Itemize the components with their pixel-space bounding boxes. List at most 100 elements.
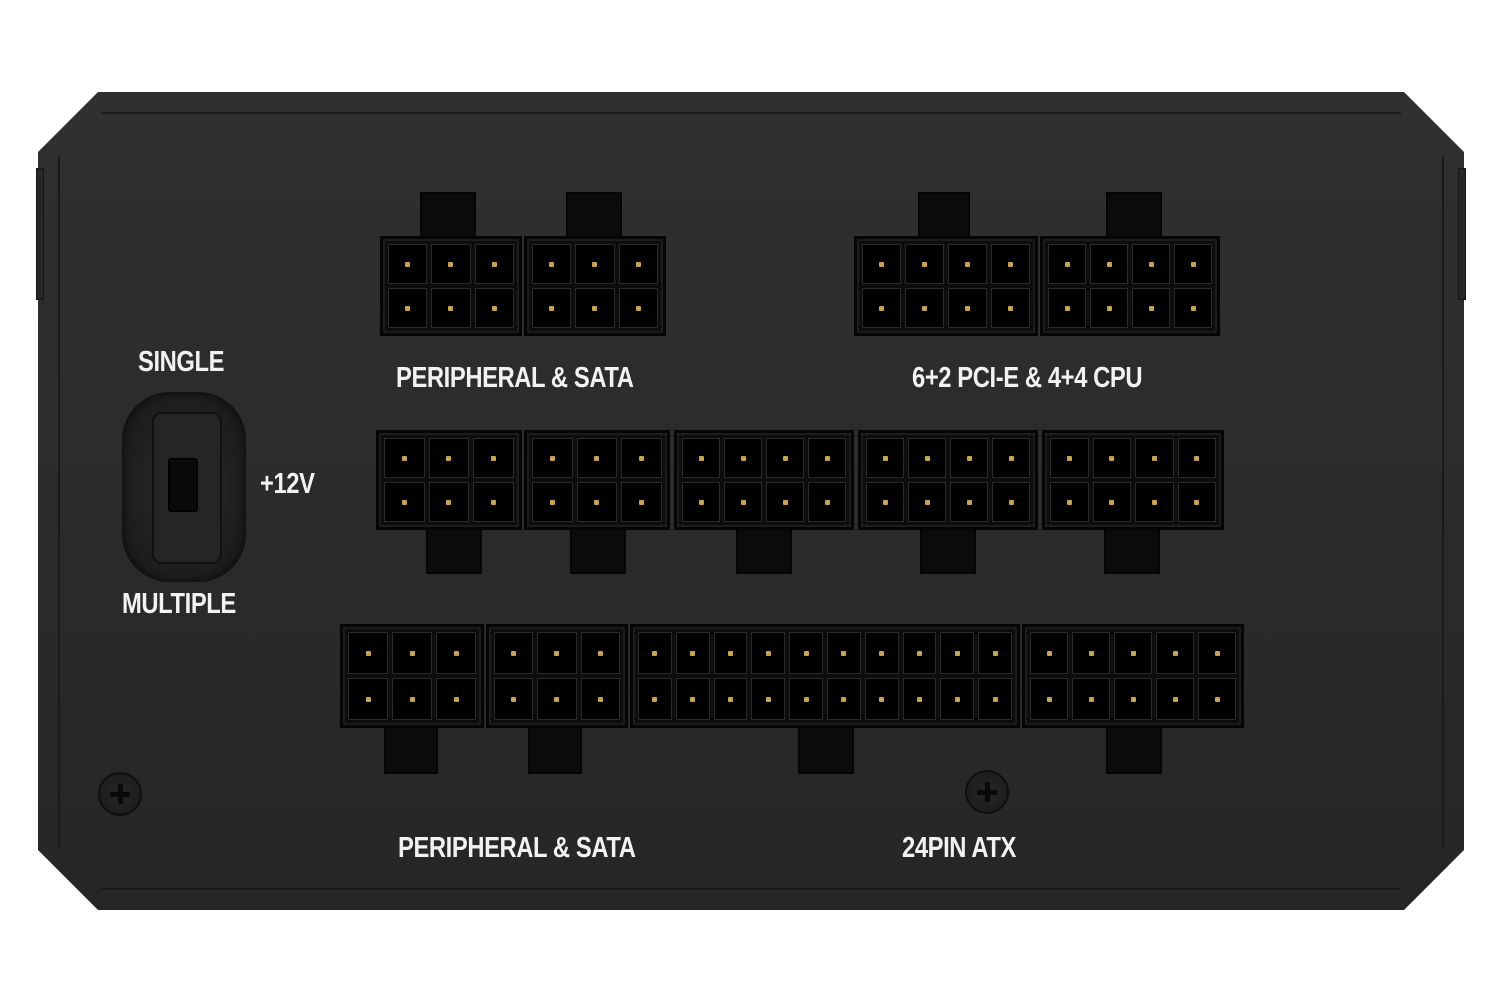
socket-pin — [1174, 244, 1212, 284]
modular-cable-socket[interactable] — [854, 236, 1038, 336]
pin-contact — [841, 650, 847, 656]
rail-mode-toggle-switch[interactable] — [168, 458, 198, 512]
pin-contact — [549, 305, 555, 311]
modular-cable-socket[interactable] — [1022, 624, 1244, 728]
pin-contact — [1214, 696, 1220, 702]
socket-pin — [621, 482, 662, 522]
socket-pin — [991, 244, 1030, 284]
socket-pin — [384, 438, 425, 478]
socket-pin — [789, 632, 823, 674]
socket-pin — [978, 678, 1012, 720]
pin-contact — [652, 650, 658, 656]
pin-contact — [690, 696, 696, 702]
socket-pin — [348, 678, 388, 720]
screw-icon — [965, 770, 1009, 814]
socket-pin — [1174, 288, 1212, 328]
pin-contact — [594, 499, 600, 505]
modular-cable-socket[interactable] — [376, 430, 522, 530]
modular-cable-socket[interactable] — [524, 430, 670, 530]
pin-contact — [954, 650, 960, 656]
socket-pin — [827, 678, 861, 720]
pin-contact — [1008, 499, 1014, 505]
modular-cable-socket[interactable] — [858, 430, 1038, 530]
pin-contact — [1064, 305, 1070, 311]
pin-contact — [992, 650, 998, 656]
pin-contact — [782, 499, 788, 505]
modular-cable-socket[interactable] — [524, 236, 666, 336]
connector-latch-tab — [384, 722, 438, 774]
socket-pin — [473, 438, 514, 478]
label-bottom-peripheral-sata: PERIPHERAL & SATA — [398, 832, 636, 864]
pin-contact — [879, 261, 884, 267]
socket-pin — [638, 632, 672, 674]
panel-notch-left — [36, 168, 44, 300]
panel-inner-border — [58, 112, 1444, 890]
socket-pin — [1177, 482, 1216, 522]
socket-pin — [992, 482, 1030, 522]
socket-pin — [1132, 244, 1170, 284]
socket-pin — [1092, 438, 1131, 478]
socket-pin — [862, 288, 901, 328]
socket-pin — [940, 632, 975, 674]
pin-contact — [740, 455, 746, 461]
socket-pin — [766, 482, 804, 522]
pin-contact — [594, 455, 600, 461]
pin-contact — [966, 499, 972, 505]
modular-cable-socket[interactable] — [380, 236, 522, 336]
modular-cable-socket[interactable] — [1042, 430, 1224, 530]
socket-pin — [908, 438, 946, 478]
socket-pin — [436, 632, 476, 674]
socket-pin — [1092, 482, 1131, 522]
connector-latch-tab — [528, 722, 582, 774]
socket-pin — [1030, 678, 1068, 720]
pin-contact — [652, 696, 658, 702]
pin-contact — [639, 455, 645, 461]
pin-contact — [592, 305, 598, 311]
socket-pin — [618, 244, 658, 284]
pin-contact — [448, 261, 454, 267]
modular-cable-socket[interactable] — [674, 430, 854, 530]
modular-cable-socket[interactable] — [1040, 236, 1220, 336]
pin-contact — [1148, 305, 1154, 311]
pin-contact — [765, 650, 771, 656]
socket-pin — [1114, 632, 1152, 674]
pin-contact — [365, 696, 371, 702]
socket-pin — [991, 288, 1030, 328]
pin-contact — [409, 696, 415, 702]
modular-cable-socket[interactable] — [630, 624, 1020, 728]
pin-contact — [879, 305, 884, 311]
socket-pin — [766, 438, 804, 478]
socket-pin — [392, 678, 432, 720]
pin-contact — [1066, 455, 1072, 461]
socket-pin — [751, 678, 786, 720]
pin-contact — [1194, 455, 1200, 461]
socket-pin — [576, 438, 618, 478]
pin-contact — [401, 499, 407, 505]
connector-latch-tab — [420, 192, 476, 242]
pin-contact — [635, 305, 641, 311]
connector-latch-tab — [920, 524, 976, 574]
modular-cable-socket[interactable] — [340, 624, 484, 728]
switch-label-12v: +12V — [260, 468, 315, 500]
socket-pin — [575, 288, 615, 328]
pin-contact — [453, 650, 459, 656]
socket-pin — [713, 632, 748, 674]
socket-pin — [950, 438, 988, 478]
socket-pin — [948, 244, 987, 284]
socket-pin — [948, 288, 987, 328]
pin-contact — [597, 650, 603, 656]
modular-cable-socket[interactable] — [486, 624, 628, 728]
socket-pin — [474, 288, 514, 328]
pin-contact — [365, 650, 371, 656]
socket-pin — [682, 482, 720, 522]
pin-contact — [635, 261, 641, 267]
socket-pin — [940, 678, 975, 720]
pin-contact — [401, 455, 407, 461]
socket-pin — [866, 482, 904, 522]
screw-icon — [98, 772, 142, 816]
socket-pin — [532, 288, 572, 328]
socket-pin — [864, 632, 899, 674]
pin-contact — [446, 499, 452, 505]
socket-pin — [1090, 244, 1128, 284]
connector-latch-tab — [1104, 524, 1160, 574]
